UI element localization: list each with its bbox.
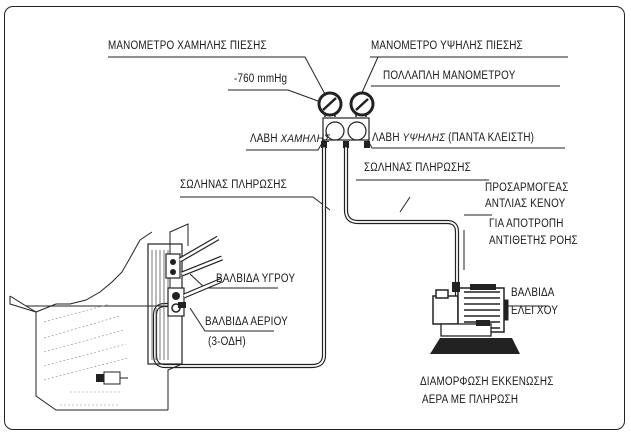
adapter-line4: ΑΝΤΙΘΕΤΗΣ ΡΟΗΣ [489,235,578,247]
low-handle-emphasis: ΧΑΜΗΛΗΣ [280,133,331,145]
high-handle-emphasis: ΥΨΗΛΗΣ [402,132,446,144]
vacuum-pump [430,282,520,354]
check-valve-line2: ΕΛΕΓΧΟΥ [511,305,559,317]
vacuum-reading-label: -760 mmHg [234,73,288,85]
outdoor-unit [9,223,189,411]
adapter-line3: ΓΙΑ ΑΠΟΤΡΟΠΗ [489,218,564,230]
charge-hose-right-label: ΣΩΛΗΝΑΣ ΠΛΗΡΩΣΗΣ [364,162,471,174]
manifold-label: ΠΟΛΛΑΠΛΗ ΜΑΝΟΜΕΤΡΟΥ [383,70,516,82]
manifold-gauge [317,91,375,148]
diagram-frame [4,6,625,430]
low-handle-label: ΛΑΒΗ ΧΑΜΗΛΗΣ [250,132,330,146]
gas-valve-line2: (3-ΟΔΗ) [208,336,246,348]
check-valve-line1: ΒΑΛΒΙΔΑ [511,287,555,299]
high-handle-label: ΛΑΒΗ ΥΨΗΛΗΣ (ΠΑΝΤΑ ΚΛΕΙΣΤΗ) [372,131,534,145]
high-gauge-label: ΜΑΝΟΜΕΤΡΟ ΥΨΗΛΗΣ ΠΙΕΣΗΣ [371,40,523,52]
low-gauge-label: ΜΑΝΟΜΕΤΡΟ ΧΑΜΗΛΗΣ ΠΙΕΣΗΣ [108,40,267,52]
caption-line1: ΔΙΑΜΟΡΦΩΣΗ ΕΚΚΕΝΩΣΗΣ [420,376,554,388]
adapter-line2: ΑΝΤΛΙΑΣ ΚΕΝΟΥ [485,198,566,210]
charge-hoses [152,145,460,369]
gas-valve-line1: ΒΑΛΒΙΔΑ ΑΕΡΙΟΥ [205,316,288,328]
service-valves [165,235,223,317]
high-handle-suffix: (ΠΑΝΤΑ ΚΛΕΙΣΤΗ) [445,132,535,144]
caption-line2: ΑΕΡΑ ΜΕ ΠΛΗΡΩΣΗ [422,394,519,406]
charge-hose-left-label: ΣΩΛΗΝΑΣ ΠΛΗΡΩΣΗΣ [180,179,287,191]
liquid-valve-label: ΒΑΛΒΙΔΑ ΥΓΡΟΥ [216,273,296,285]
adapter-line1: ΠΡΟΣΑΡΜΟΓΕΑΣ [485,182,569,194]
high-handle-prefix: ΛΑΒΗ [372,132,403,144]
low-handle-prefix: ΛΑΒΗ [250,133,281,145]
